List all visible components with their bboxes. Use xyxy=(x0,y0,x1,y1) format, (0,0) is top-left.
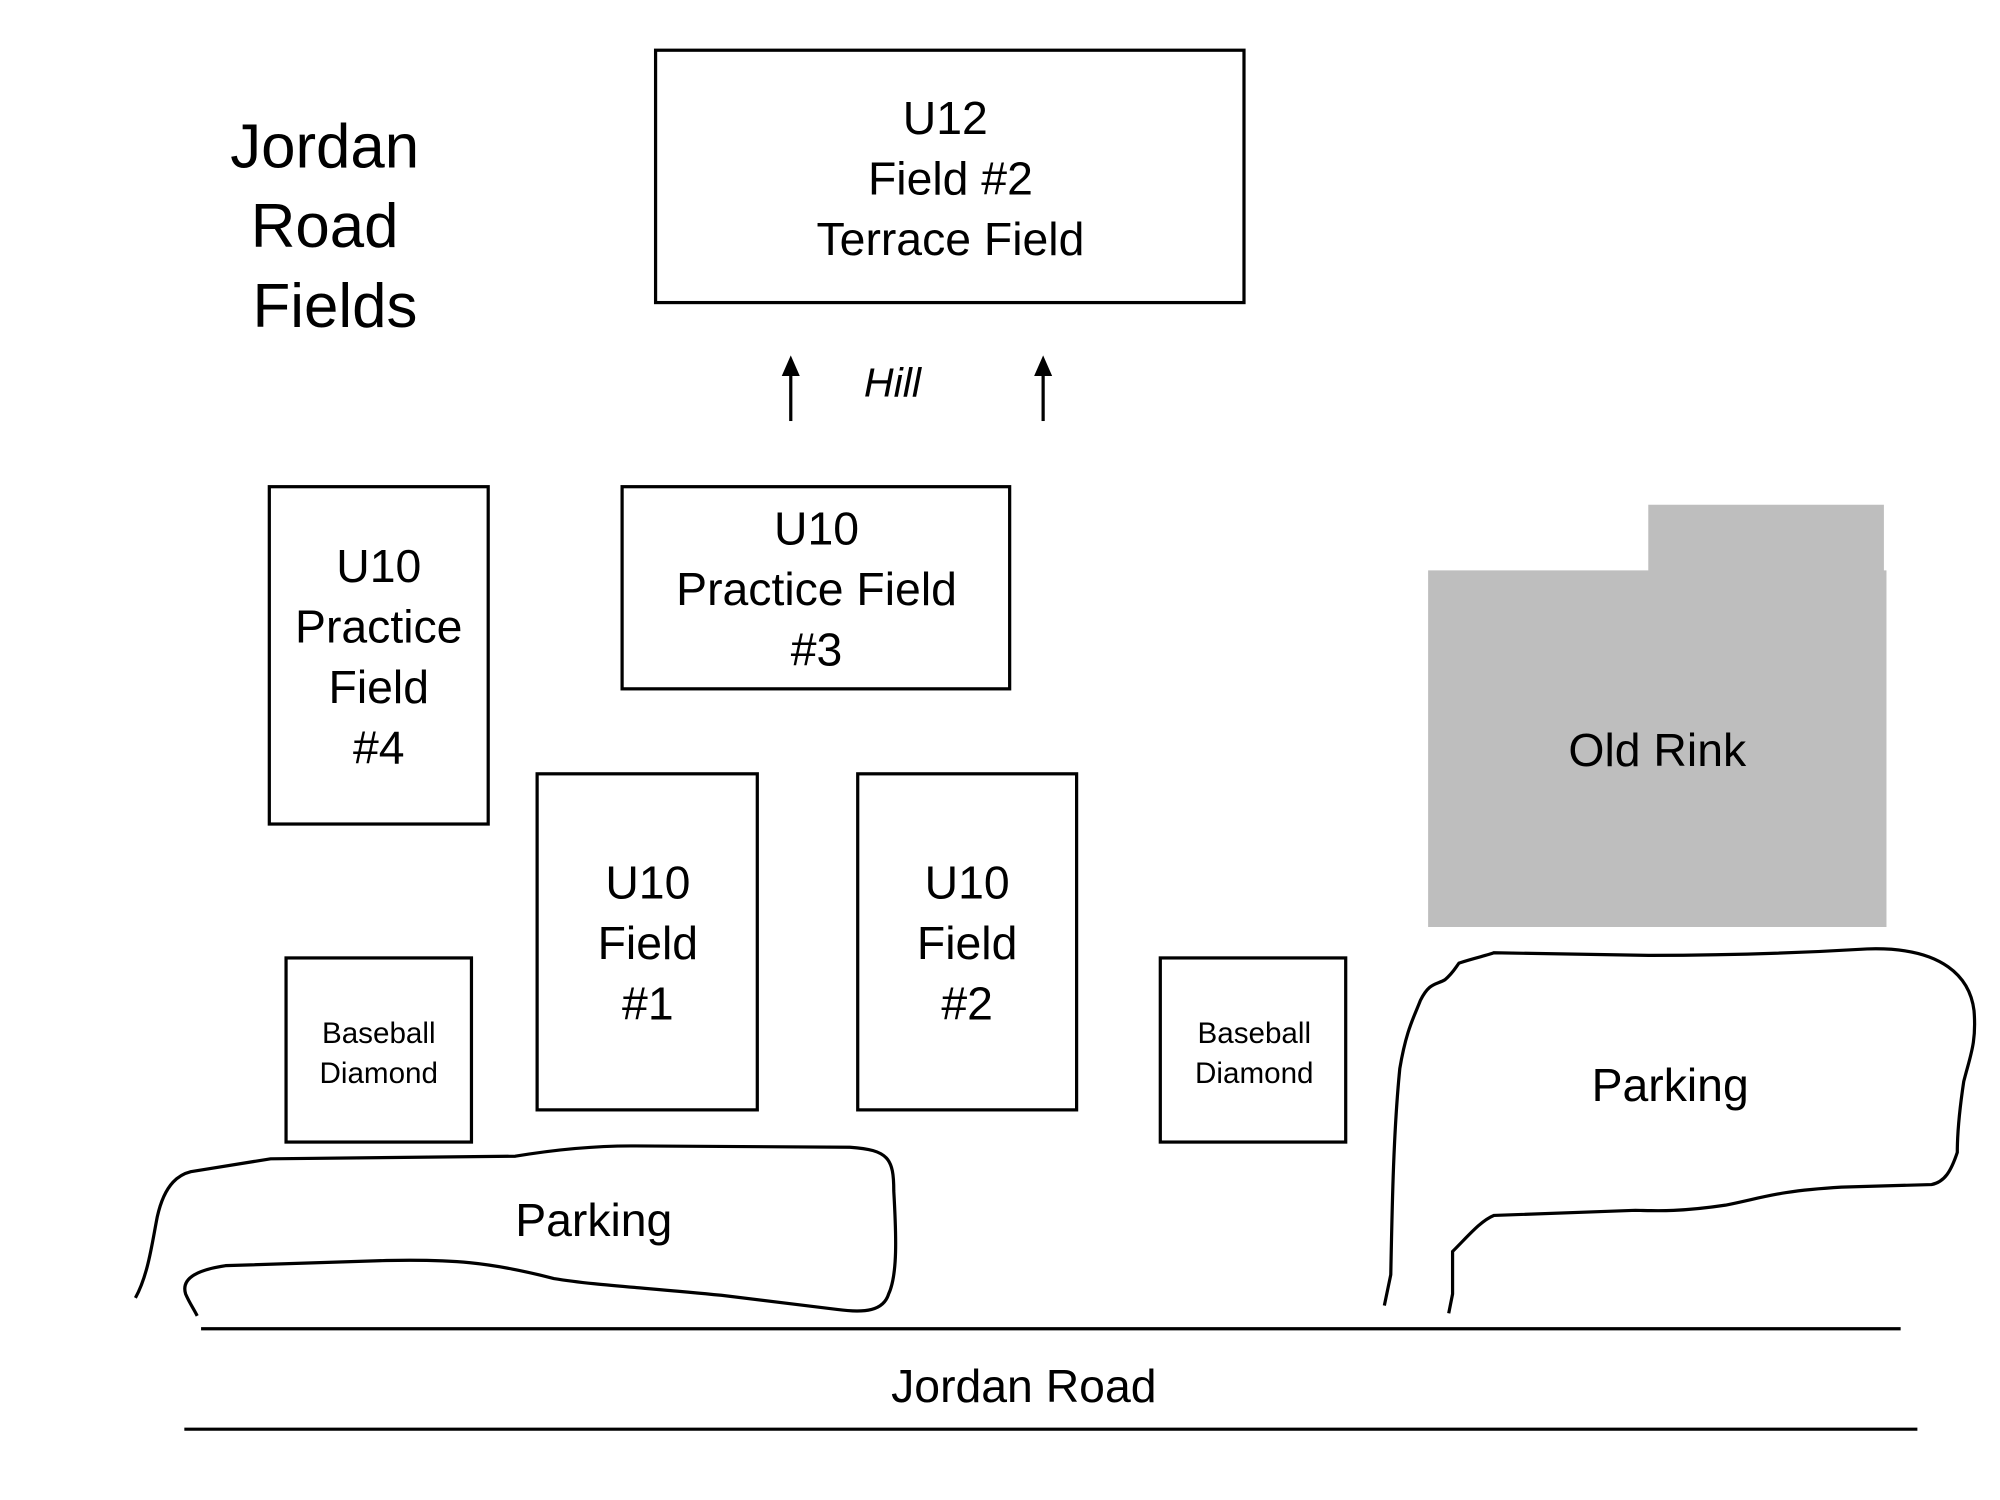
field-label: U10 xyxy=(605,857,690,909)
baseball-diamond-left: Baseball Diamond xyxy=(284,956,474,1144)
u12-terrace-field: U12 Field #2 Terrace Field xyxy=(653,48,1246,305)
field-label: U10 xyxy=(774,503,859,555)
field-label: Practice Field xyxy=(676,563,957,615)
field-label: Terrace Field xyxy=(816,213,1084,265)
field-label: U12 xyxy=(903,92,988,144)
field-label: Diamond xyxy=(320,1057,438,1090)
hill-label: Hill xyxy=(864,360,923,406)
u10-practice-field-3: U10 Practice Field #3 xyxy=(620,485,1012,691)
u10-field-2: U10 Field #2 xyxy=(856,772,1079,1112)
rink-building xyxy=(1428,504,1887,928)
field-label: #2 xyxy=(941,978,993,1030)
arrow-head-icon xyxy=(781,355,800,376)
old-rink-label: Old Rink xyxy=(1568,724,1747,776)
field-label: Practice xyxy=(295,600,462,652)
u10-practice-field-4: U10 Practice Field #4 xyxy=(267,485,490,826)
arrow-head-icon xyxy=(1034,355,1053,376)
field-label: Baseball xyxy=(322,1017,436,1050)
field-label: U10 xyxy=(336,540,421,592)
field-label: Field #2 xyxy=(868,152,1033,204)
title-line: Road xyxy=(251,192,399,261)
field-label: #3 xyxy=(791,624,843,676)
field-label: Field xyxy=(917,917,1017,969)
parking-right: Parking xyxy=(1382,947,1977,1314)
field-label: Baseball xyxy=(1197,1017,1311,1050)
road-label: Jordan Road xyxy=(891,1360,1156,1412)
parking-left: Parking xyxy=(134,1144,898,1317)
hill-indicator: Hill xyxy=(781,355,1053,422)
field-label: U10 xyxy=(925,857,1010,909)
field-label: Field xyxy=(598,917,698,969)
title-line: Jordan xyxy=(230,112,419,181)
map-title: Jordan Road Fields xyxy=(230,112,419,341)
title-line: Fields xyxy=(253,272,418,341)
field-label: Field xyxy=(329,661,429,713)
baseball-diamond-right: Baseball Diamond xyxy=(1158,956,1348,1144)
field-label: Diamond xyxy=(1195,1057,1313,1090)
field-label: #1 xyxy=(622,978,674,1030)
parking-label: Parking xyxy=(515,1194,672,1246)
field-label: #4 xyxy=(353,722,405,774)
u10-field-1: U10 Field #1 xyxy=(535,772,759,1112)
jordan-road: Jordan Road xyxy=(184,1327,1918,1431)
parking-label: Parking xyxy=(1592,1059,1749,1111)
old-rink: Old Rink xyxy=(1428,504,1887,928)
